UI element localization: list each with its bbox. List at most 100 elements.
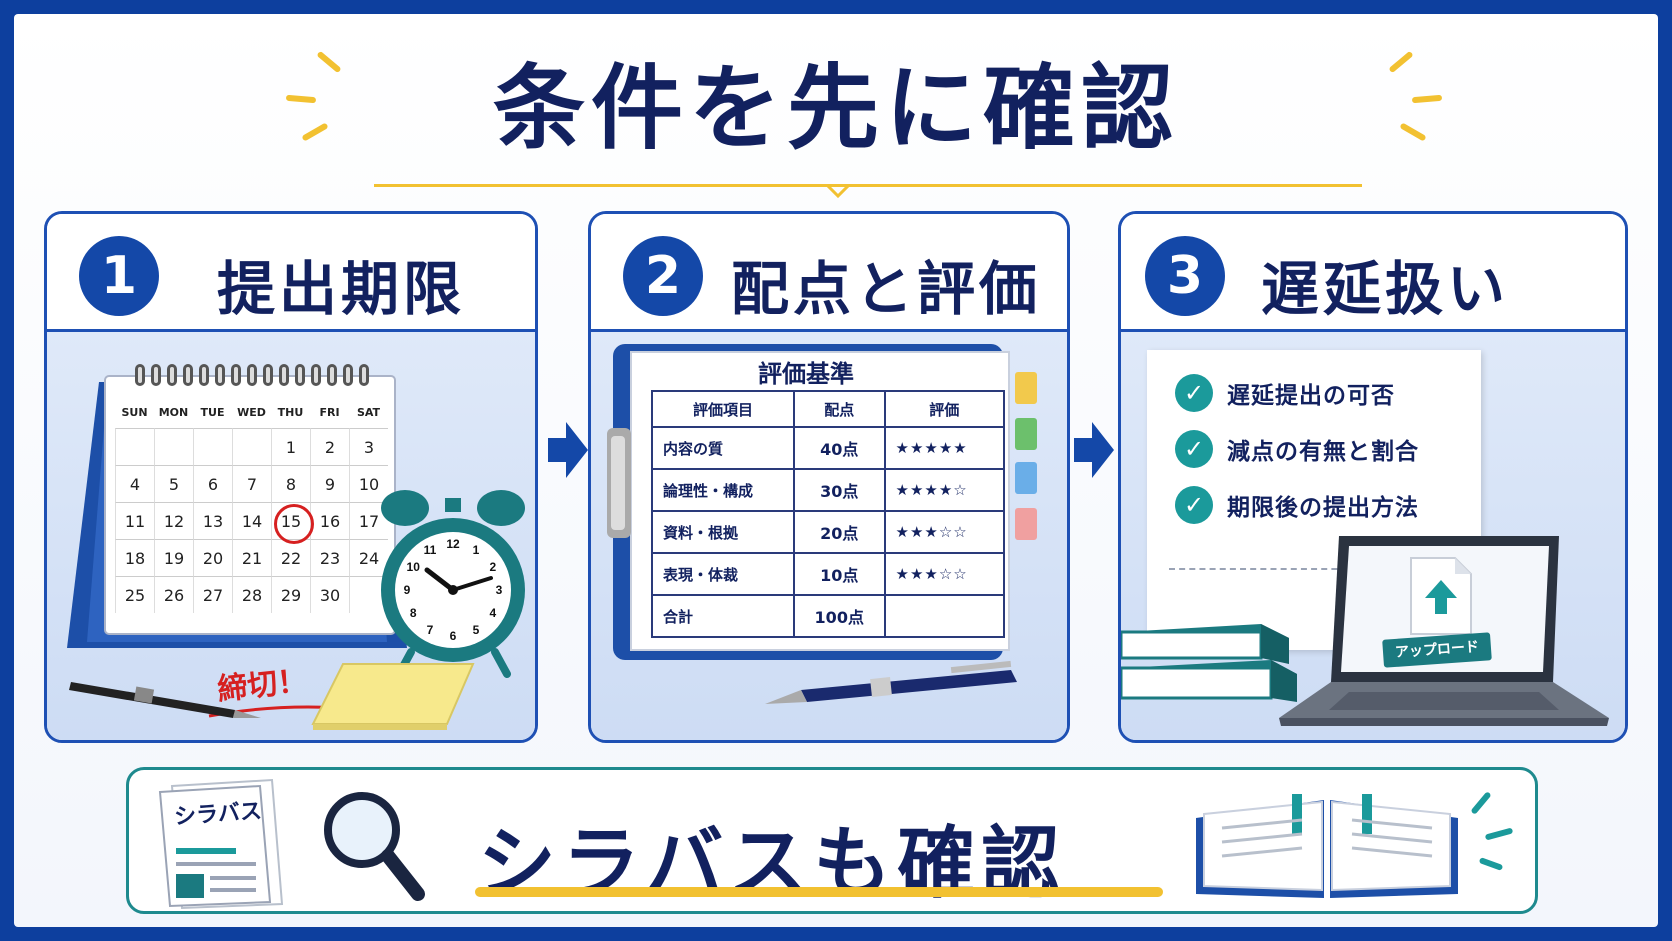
clock-number: 5: [473, 623, 480, 637]
panel-scoring: 2 配点と評価 評価基準 評価項目 配点 評価 内容の: [588, 211, 1070, 743]
calendar-icon: [67, 375, 407, 648]
calendar-day: 3: [349, 428, 388, 465]
rating-cell: ★★★☆☆: [883, 552, 1006, 596]
panel-title: 配点と評価: [731, 255, 1042, 323]
upload-arrow-icon: [1410, 557, 1472, 635]
criterion-cell: 合計: [651, 594, 795, 638]
calendar-day: 20: [193, 539, 232, 576]
pen-icon: [765, 660, 1017, 704]
calendar-day: 5: [154, 465, 193, 502]
points-cell: 20点: [793, 510, 886, 554]
calendar-weekday: MON: [158, 406, 189, 419]
clock-number: 12: [446, 537, 460, 551]
clock-number: 3: [496, 583, 503, 597]
calendar-day: 25: [115, 576, 154, 613]
step-number-badge: 3: [1145, 236, 1225, 316]
checklist-item: ✓ 遅延提出の可否: [1175, 374, 1395, 412]
calendar-day: 22: [271, 539, 310, 576]
book-stack-icon: [1121, 624, 1297, 702]
panel-late-policy: 3 遅延扱い ✓ 遅延提出の可否 ✓ 減点の有無と割合 ✓ 期限後の提出方法: [1118, 211, 1628, 743]
checklist-item: ✓ 期限後の提出方法: [1175, 486, 1419, 524]
criterion-cell: 資料・根拠: [651, 510, 795, 554]
checklist-dashed-line: [1169, 568, 1449, 570]
header-points: 配点: [793, 390, 886, 428]
calendar-day: [115, 428, 154, 465]
calendar-day: 17: [349, 502, 388, 539]
clock-number: 10: [407, 560, 421, 574]
calendar-day: 18: [115, 539, 154, 576]
calendar-day: 10: [349, 465, 388, 502]
rating-cell: [883, 594, 1006, 638]
calendar-day: 27: [193, 576, 232, 613]
calendar-day: 9: [310, 465, 349, 502]
calendar-weekday: SAT: [356, 406, 381, 419]
calendar-day: 16: [310, 502, 349, 539]
points-cell: 10点: [793, 552, 886, 596]
checkmark-icon: ✓: [1175, 430, 1213, 468]
calendar-day: 28: [232, 576, 271, 613]
header-rating: 評価: [883, 390, 1006, 428]
calendar-day: 13: [193, 502, 232, 539]
clock-number: 1: [473, 543, 480, 557]
calendar-day: 14: [232, 502, 271, 539]
step-number-badge: 2: [623, 236, 703, 316]
calendar-day: 30: [310, 576, 349, 613]
document-label: シラバス: [173, 798, 263, 831]
step-number-badge: 1: [79, 236, 159, 316]
document-icon: [158, 778, 284, 910]
panel-illustration: ✓ 遅延提出の可否 ✓ 減点の有無と割合 ✓ 期限後の提出方法: [1121, 332, 1625, 740]
calendar-day: 2: [310, 428, 349, 465]
points-cell: 100点: [793, 594, 886, 638]
calendar-day: [154, 428, 193, 465]
panel-header: 3 遅延扱い: [1121, 214, 1625, 332]
sticky-note-icon: [311, 663, 475, 730]
rating-cell: ★★★☆☆: [883, 510, 1006, 554]
rating-cell: ★★★★☆: [883, 468, 1006, 512]
criterion-cell: 論理性・構成: [651, 468, 795, 512]
calendar-day: 7: [232, 465, 271, 502]
sheet-title: 評価基準: [758, 360, 854, 388]
calendar-weekday: THU: [277, 406, 304, 419]
arrow-right-icon: [1074, 422, 1114, 478]
panel-title: 提出期限: [217, 255, 466, 323]
calendar-weekday: WED: [237, 406, 266, 419]
clock-number: 4: [489, 606, 496, 620]
calendar-day: 21: [232, 539, 271, 576]
title-underline: [374, 184, 1362, 187]
calendar-day: 26: [154, 576, 193, 613]
calendar-day: 6: [193, 465, 232, 502]
calendar-day: 4: [115, 465, 154, 502]
calendar-day: 19: [154, 539, 193, 576]
checklist-item: ✓ 減点の有無と割合: [1175, 430, 1419, 468]
clock-number: 6: [450, 629, 457, 643]
calendar-day: [232, 428, 271, 465]
calendar-day: [349, 576, 388, 613]
clock-number: 11: [424, 543, 437, 557]
calendar-day: 29: [271, 576, 310, 613]
calendar-day: [193, 428, 232, 465]
calendar-weekday: SUN: [121, 406, 148, 419]
clock-number: 8: [410, 606, 417, 620]
calendar-day: 8: [271, 465, 310, 502]
calendar-day: 12: [154, 502, 193, 539]
calendar-day: 23: [310, 539, 349, 576]
calendar-day: 1: [271, 428, 310, 465]
panel-header: 1 提出期限: [47, 214, 535, 332]
title-notch: [826, 184, 850, 199]
panel-header: 2 配点と評価: [591, 214, 1067, 332]
pen-icon: [69, 682, 261, 718]
calendar-day-deadline: 15: [271, 502, 314, 544]
magnifier-icon: [324, 792, 425, 901]
open-book-icon: [1196, 794, 1458, 898]
calendar-day: 24: [349, 539, 388, 576]
checkmark-icon: ✓: [1175, 486, 1213, 524]
rating-cell: ★★★★★: [883, 426, 1006, 470]
